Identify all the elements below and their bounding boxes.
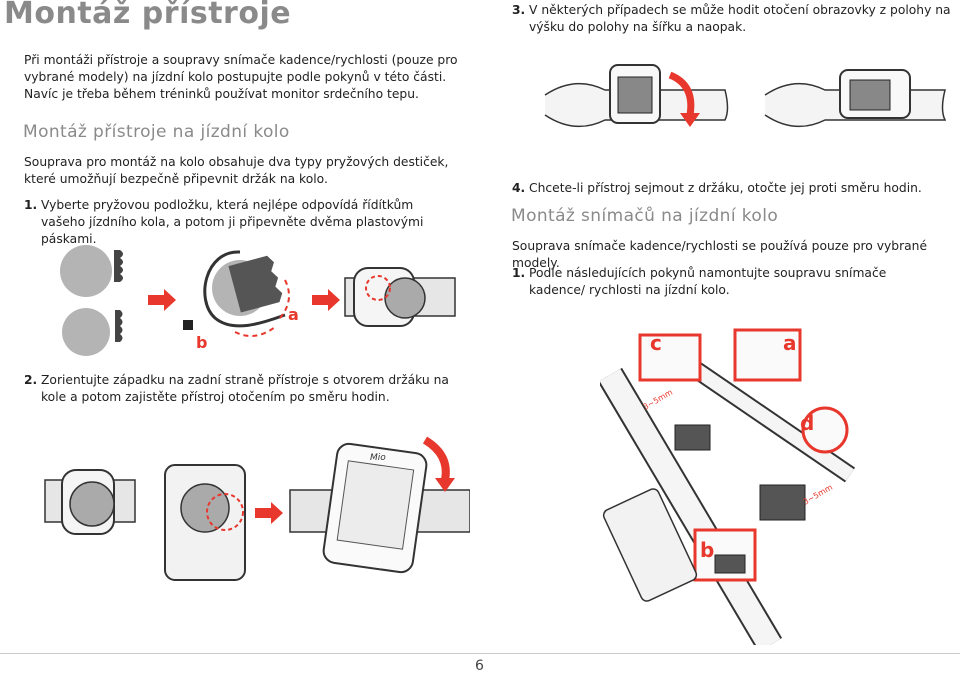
device-logo: Mio bbox=[370, 453, 386, 463]
section2-paragraph: Souprava snímače kadence/rychlosti se po… bbox=[512, 239, 928, 270]
figure-attach-device: Mio bbox=[44, 436, 470, 581]
distance-label-1: 3~5mm bbox=[642, 388, 675, 412]
footer-divider bbox=[0, 653, 960, 654]
section-heading-sensor-mount: Montáž snímačů na jízdní kolo bbox=[511, 206, 779, 226]
step-2-text: Zorientujte západku na zadní straně přís… bbox=[41, 373, 449, 404]
section-heading-device-mount: Montáž přístroje na jízdní kolo bbox=[23, 122, 290, 142]
zoom-box-c-border bbox=[638, 333, 702, 382]
step-3-text: V některých případech se může hodit otoč… bbox=[529, 3, 951, 34]
sensor-step-1: 1. Podle následujících pokynů namontujte… bbox=[512, 265, 932, 299]
label-d: d bbox=[800, 411, 814, 435]
figure-rubber-pad-mount: a b bbox=[60, 245, 456, 356]
arrow-right-icon-3 bbox=[255, 502, 283, 524]
label-a: a bbox=[288, 305, 299, 324]
arrow-right-icon-2 bbox=[312, 289, 340, 311]
pedal bbox=[602, 488, 698, 602]
intro-paragraph: Při montáži přístroje a soupravy snímače… bbox=[24, 53, 458, 101]
rubber-pad-mounted bbox=[228, 255, 283, 313]
zoom-box-c bbox=[639, 334, 701, 381]
step-2: 2. Zorientujte západku na zadní straně p… bbox=[24, 372, 454, 406]
bike-frame-tube-fill bbox=[600, 368, 781, 645]
device-landscape-screen bbox=[849, 79, 891, 111]
label-b: b bbox=[196, 333, 207, 352]
rotate-arrowhead bbox=[435, 478, 455, 492]
zoom-box-a-border bbox=[733, 328, 802, 382]
arrow-right-icon bbox=[148, 289, 176, 311]
handlebar-cross-section-small bbox=[62, 308, 110, 356]
magnet-sensor bbox=[714, 554, 746, 574]
device-screen bbox=[336, 460, 415, 550]
rotate-clockwise-arrow-icon bbox=[422, 436, 450, 481]
strap-loop bbox=[203, 250, 286, 328]
sensor-step-1-number: 1. bbox=[512, 266, 526, 280]
step-1-number: 1. bbox=[24, 198, 38, 212]
strap-clip bbox=[183, 320, 193, 330]
rubber-pad-thin bbox=[115, 310, 123, 342]
section1-paragraph: Souprava pro montáž na kolo obsahuje dva… bbox=[24, 155, 449, 186]
step-3: 3. V některých případech se může hodit o… bbox=[512, 2, 952, 36]
mount-disc-left bbox=[69, 481, 115, 527]
page-title: Montáž přístroje bbox=[4, 0, 292, 31]
page-number: 6 bbox=[475, 658, 484, 674]
step-1: 1. Vyberte pryžovou podložku, která nejl… bbox=[24, 197, 444, 248]
label-c: c bbox=[650, 331, 662, 355]
step-3-number: 3. bbox=[512, 3, 526, 17]
device-latch bbox=[180, 483, 230, 533]
label-b-sensor: b bbox=[700, 538, 714, 562]
speed-sensor bbox=[674, 424, 711, 451]
highlight-circle bbox=[365, 275, 391, 301]
rotate-arrow-icon bbox=[668, 71, 695, 116]
strap-path-dashed bbox=[234, 326, 276, 337]
latch-highlight bbox=[206, 493, 244, 531]
step-4-number: 4. bbox=[512, 181, 526, 195]
handlebar-cross-section-large bbox=[60, 245, 112, 297]
strap-path-dashed-2 bbox=[279, 279, 290, 319]
figure-sensor-mount: c a d 3~5mm 3~5mm b bbox=[600, 328, 856, 645]
label-a-sensor: a bbox=[783, 331, 797, 355]
zoom-circle-d bbox=[801, 406, 849, 454]
figure-rotate-screen bbox=[544, 64, 947, 128]
rubber-pad-thick bbox=[114, 250, 123, 282]
sensor-step-1-text: Podle následujících pokynů namontujte so… bbox=[529, 266, 887, 297]
step-2-number: 2. bbox=[24, 373, 38, 387]
step-4: 4. Chcete-li přístroj sejmout z držáku, … bbox=[512, 180, 952, 197]
zoom-box-a bbox=[734, 329, 801, 381]
step-4-text: Chcete-li přístroj sejmout z držáku, oto… bbox=[529, 181, 922, 195]
device-portrait-screen bbox=[617, 76, 653, 114]
step-1-text: Vyberte pryžovou podložku, která nejlépe… bbox=[41, 198, 424, 246]
rotate-arrowhead-2 bbox=[680, 113, 700, 127]
distance-label-2: 3~5mm bbox=[802, 483, 835, 507]
mount-disc bbox=[384, 277, 426, 319]
cadence-sensor bbox=[759, 484, 806, 521]
